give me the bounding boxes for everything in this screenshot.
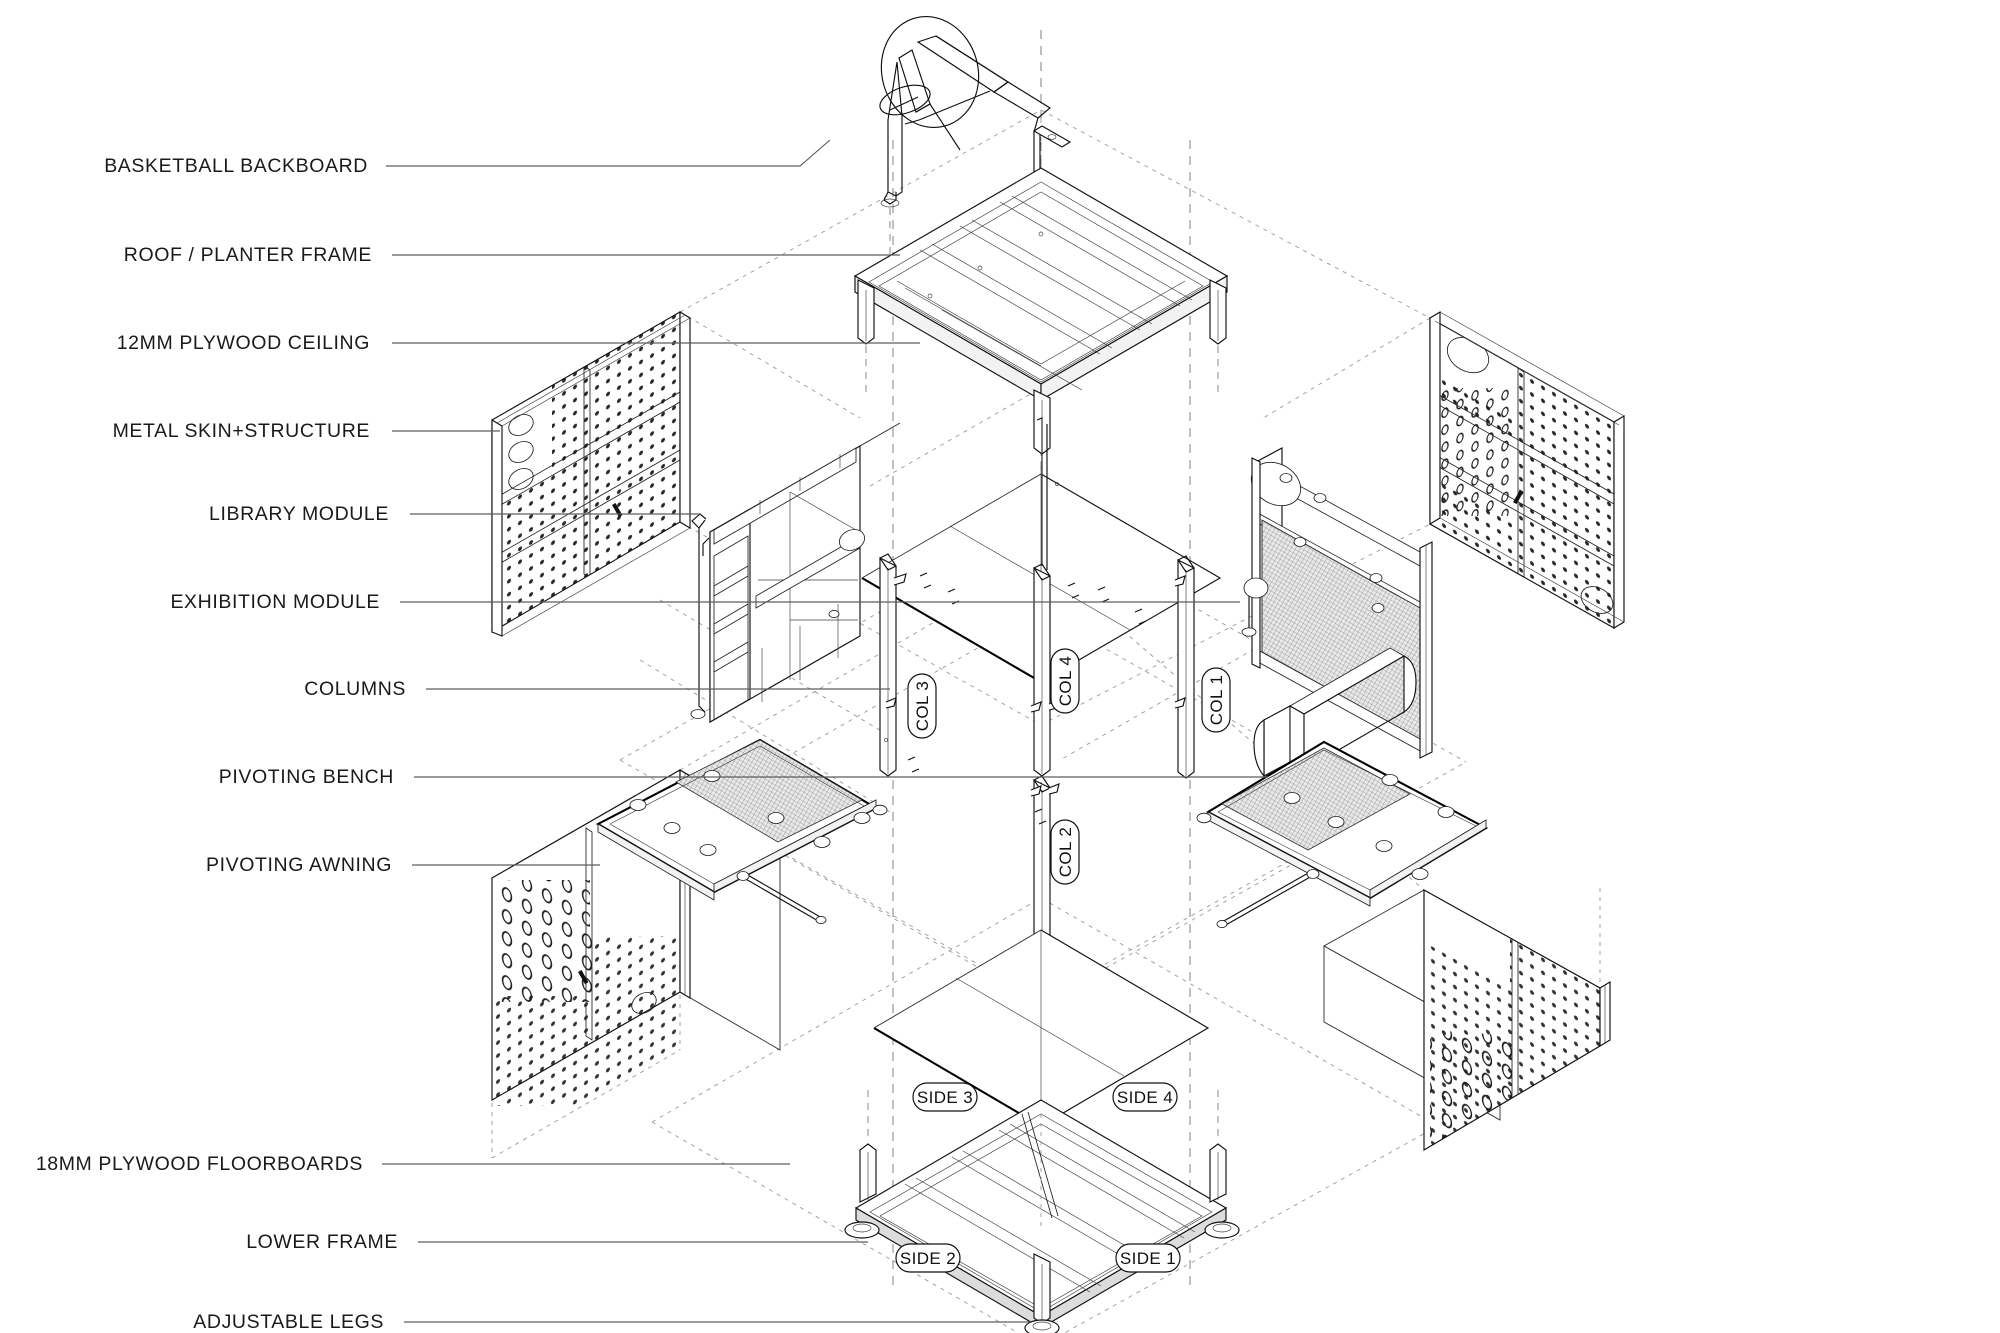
exhibition-module (1241, 447, 1433, 778)
pivoting-awning-east (1196, 740, 1489, 929)
column-1 (1174, 555, 1195, 779)
tag-outline (1201, 667, 1231, 733)
tag-label: SIDE 3 (917, 1088, 973, 1107)
tag-col-2: COL 2 (1050, 819, 1080, 885)
tag-label: SIDE 1 (1120, 1249, 1176, 1268)
tag-outline (1112, 1082, 1178, 1112)
metal-skin-panel-se (1323, 889, 1611, 1152)
tag-label: SIDE 2 (900, 1249, 956, 1268)
label-pivoting-bench: PIVOTING BENCH (219, 766, 394, 788)
tag-label: COL 2 (1056, 827, 1075, 878)
tag-outline (1050, 819, 1080, 885)
tag-outline (912, 1082, 978, 1112)
tag-label: COL 4 (1056, 656, 1075, 707)
tag-label: COL 3 (913, 681, 932, 732)
column-3 (879, 553, 907, 777)
label-roof-planter-frame: ROOF / PLANTER FRAME (124, 244, 372, 266)
metal-skin-panel-ne (1429, 310, 1625, 630)
lower-frame (844, 1090, 1240, 1333)
basketball-backboard (879, 15, 1072, 268)
plywood-floorboards (873, 929, 1210, 1127)
tag-outline (1050, 648, 1080, 714)
pivoting-bench (1253, 647, 1417, 778)
label-adjustable-legs: ADJUSTABLE LEGS (193, 1311, 384, 1333)
tag-label: SIDE 4 (1117, 1088, 1173, 1107)
tag-side-3: SIDE 3 (912, 1082, 978, 1112)
tag-label: COL 1 (1207, 675, 1226, 726)
tag-col-1: COL 1 (1201, 667, 1231, 733)
pill-tags: COL 1 COL 2 COL 3 COL 4 SIDE 1 SIDE 2 SIDE 3 SI… (895, 648, 1231, 1273)
tag-side-1: SIDE 1 (1115, 1243, 1181, 1273)
label-texts: BASKETBALL BACKBOARD ROOF / PLANTER FRAME… (36, 155, 406, 1333)
label-columns: COLUMNS (304, 678, 406, 700)
tag-col-4: COL 4 (1050, 648, 1080, 714)
label-plywood-floorboards: 18MM PLYWOOD FLOORBOARDS (36, 1153, 363, 1175)
label-exhibition-module: EXHIBITION MODULE (170, 591, 380, 613)
tag-outline (907, 673, 937, 739)
leader-lines (382, 139, 1268, 1323)
pivoting-awning-west (595, 738, 888, 925)
label-basketball-backboard: BASKETBALL BACKBOARD (104, 155, 368, 177)
tag-outline (895, 1243, 961, 1273)
label-pivoting-awning: PIVOTING AWNING (206, 854, 392, 876)
label-metal-skin-structure: METAL SKIN+STRUCTURE (113, 420, 370, 442)
explode-ticks (907, 572, 1147, 825)
library-module (690, 422, 901, 723)
leader-basketball-backboard (386, 139, 831, 167)
tag-side-2: SIDE 2 (895, 1243, 961, 1273)
tag-outline (1115, 1243, 1181, 1273)
tag-col-3: COL 3 (907, 673, 937, 739)
label-library-module: LIBRARY MODULE (209, 503, 389, 525)
adjustable-legs (844, 1143, 1240, 1333)
label-lower-frame: LOWER FRAME (246, 1231, 398, 1253)
tag-side-4: SIDE 4 (1112, 1082, 1178, 1112)
label-plywood-ceiling: 12MM PLYWOOD CEILING (117, 332, 370, 354)
metal-skin-panel-nw (491, 310, 691, 637)
roof-planter-frame (853, 167, 1229, 455)
